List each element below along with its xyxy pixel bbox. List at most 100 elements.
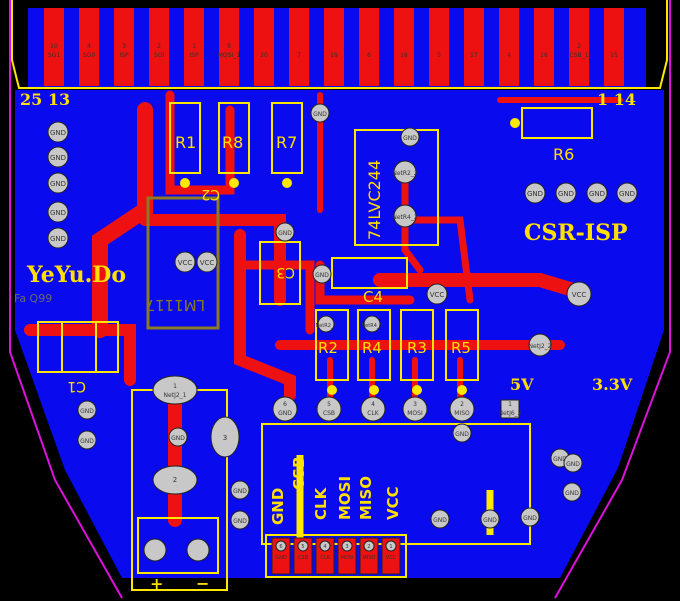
edge-pin bbox=[254, 8, 274, 86]
voltage-33v-label: 3.3V bbox=[592, 375, 633, 394]
isp-pin-number: 4 bbox=[371, 401, 375, 408]
small-conn-number: 4 bbox=[323, 544, 326, 550]
gnd-pad-label: GND bbox=[565, 490, 579, 497]
gnd-pad-label: GND bbox=[278, 230, 292, 237]
edge-pin-name: ISP bbox=[119, 52, 129, 59]
lm1117-label: LM1117 bbox=[146, 296, 205, 314]
edge-pin-name: 17 bbox=[470, 52, 478, 59]
r7-label: R7 bbox=[276, 133, 297, 152]
small-conn-hole bbox=[297, 540, 309, 552]
isp-name-label: VCC bbox=[384, 486, 402, 520]
connector-silk-outline bbox=[11, 0, 668, 89]
isp-pin-pad bbox=[360, 396, 386, 422]
isp-name-label: MISO bbox=[357, 476, 375, 520]
power-jack-inner bbox=[137, 517, 219, 574]
ic-74lvc244-outline bbox=[354, 129, 439, 246]
isp-name-label: MOSI bbox=[336, 476, 354, 520]
c1-label: C1 bbox=[67, 378, 86, 394]
edge-pin bbox=[464, 8, 484, 86]
gnd-pad bbox=[77, 430, 97, 450]
gnd-pad bbox=[47, 227, 69, 249]
edge-pin-number: 2 bbox=[577, 43, 581, 50]
gnd-pad bbox=[77, 400, 97, 420]
gnd-pad bbox=[562, 482, 582, 502]
small-conn-number: 5 bbox=[301, 544, 304, 550]
edge-pin-name: 4 bbox=[507, 52, 511, 59]
gnd-pad-label: GND bbox=[313, 111, 327, 118]
edge-pin bbox=[44, 8, 64, 86]
c2-label: C2 bbox=[201, 186, 220, 202]
edge-pin-name: 18 bbox=[400, 52, 408, 59]
gnd-pad-label: GND bbox=[523, 515, 537, 522]
gnd-pad-label: GND bbox=[233, 488, 247, 495]
edge-pin bbox=[359, 8, 379, 86]
edge-pin-name: 7 bbox=[297, 52, 301, 59]
edge-pin-name: 5 bbox=[437, 52, 441, 59]
gnd-pad-label: GND bbox=[619, 190, 635, 198]
pad-netr2-2: NetR2_2 bbox=[392, 170, 418, 177]
resistor-row bbox=[315, 309, 479, 395]
edge-pin-name: 6 bbox=[367, 52, 371, 59]
csr-isp-label: CSR-ISP bbox=[524, 220, 628, 246]
small-conn-number: 6 bbox=[279, 544, 282, 550]
pad-j2-2: 2 bbox=[173, 476, 177, 484]
top-traces bbox=[24, 90, 623, 527]
gnd-pad bbox=[520, 507, 540, 527]
gnd-pad-label: GND bbox=[455, 431, 469, 438]
edge-pin-name: SGl bbox=[154, 52, 164, 59]
connector-left-label: 25 13 bbox=[20, 90, 70, 109]
edge-pin-name: SG1 bbox=[48, 52, 60, 59]
edge-pin-number: 8 bbox=[227, 43, 231, 50]
small-conn-name: VCC bbox=[386, 555, 397, 561]
isp-name-label: CSB bbox=[290, 456, 308, 490]
small-conn-hole bbox=[341, 540, 353, 552]
isp-pin-pad bbox=[449, 396, 475, 422]
edge-pin-number: 4 bbox=[87, 43, 91, 50]
isp-name-label: CLK bbox=[312, 486, 330, 520]
r2-label: R2 bbox=[318, 339, 338, 357]
gnd-pad bbox=[524, 182, 546, 204]
gnd-pad-label: GND bbox=[403, 135, 417, 142]
edge-pin bbox=[429, 8, 449, 86]
gnd-pad-label: GND bbox=[558, 190, 574, 198]
pad-netj2-1-num: 1 bbox=[173, 383, 177, 390]
edge-pin bbox=[149, 8, 169, 86]
edge-pin-number: 1 bbox=[192, 43, 196, 50]
pad-vcc-4: VCC bbox=[572, 291, 587, 299]
pad-netr4-2: NetR4_2 bbox=[392, 214, 418, 221]
power-jack-terminals bbox=[143, 538, 210, 562]
isp-pin-name: CSB bbox=[323, 410, 335, 417]
isp-pin-name: MOSI bbox=[407, 410, 423, 417]
edge-pin bbox=[79, 8, 99, 86]
edge-pin bbox=[324, 8, 344, 86]
isp-pin-number: 3 bbox=[413, 401, 417, 408]
small-conn-number: 2 bbox=[367, 544, 370, 550]
resistor-top-pads: NetR2_1 NetR4_1 bbox=[315, 315, 383, 333]
gnd-pad-label: GND bbox=[50, 154, 66, 162]
gnd-pad-label: GND bbox=[553, 456, 567, 463]
isp-pin-name: GND bbox=[278, 410, 292, 417]
minus-label: − bbox=[196, 574, 209, 593]
pad-netj2-2: NetJ2_2 bbox=[529, 343, 552, 350]
edge-pin bbox=[114, 8, 134, 86]
connector-right-label: 1 14 bbox=[597, 90, 636, 109]
watermark: Fa Q99 bbox=[14, 292, 52, 305]
vcc-pads-lm: VCC VCC bbox=[174, 251, 218, 273]
r6-footprint bbox=[510, 107, 593, 139]
isp-pin-pad bbox=[272, 396, 298, 422]
gnd-pad-label: GND bbox=[233, 518, 247, 525]
isp-pin-number: 1 bbox=[508, 401, 512, 408]
gnd-pad bbox=[616, 182, 638, 204]
gnd-pad bbox=[563, 453, 583, 473]
gnd-pad bbox=[230, 510, 250, 530]
c3-outline bbox=[259, 241, 301, 305]
r6-label: R6 bbox=[553, 145, 574, 164]
gnd-pad-label: GND bbox=[527, 190, 543, 198]
ic-pins: NetR2_2 NetR4_2 bbox=[392, 160, 418, 228]
r1-footprint bbox=[169, 102, 201, 188]
